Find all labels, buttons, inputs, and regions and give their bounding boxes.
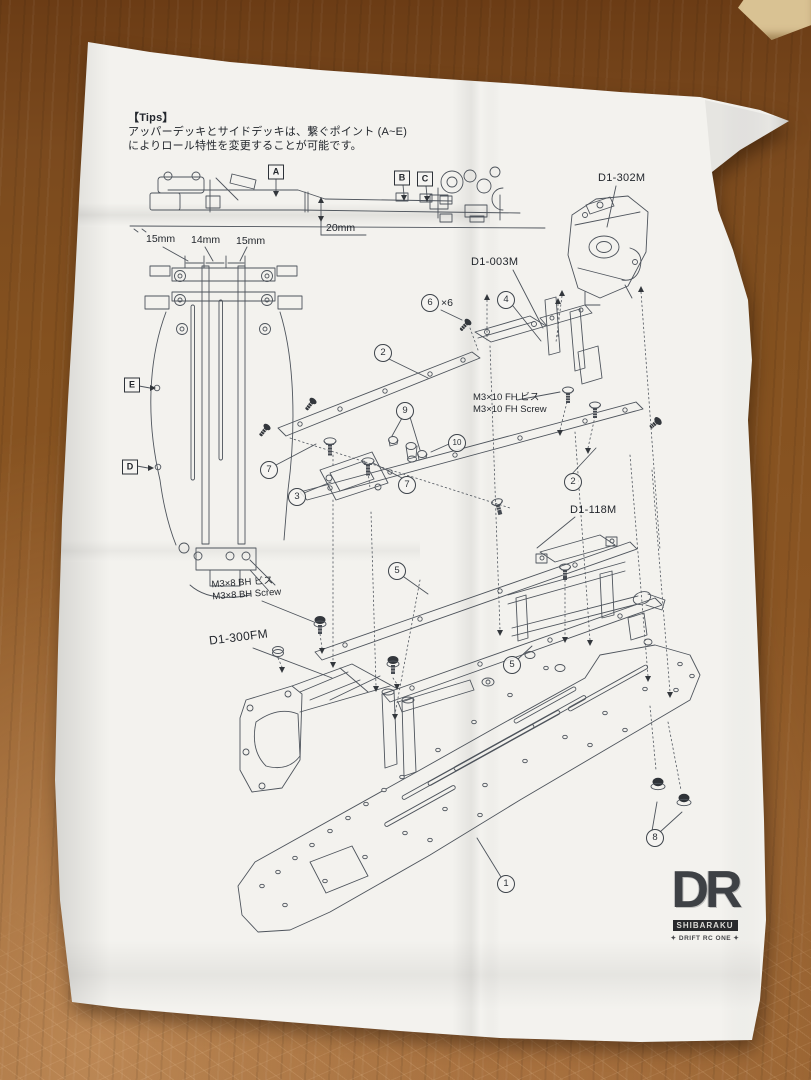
callout-4: 4: [497, 291, 515, 309]
label-leaders: [261, 309, 561, 623]
qty6-label: ×6: [441, 297, 453, 309]
dim-width-rear: 15mm: [236, 235, 266, 247]
tips-line-2: によりロール特性を変更することが可能です。: [128, 139, 362, 152]
motor-mount-drawing: [239, 646, 495, 793]
callout-5a: 5: [388, 562, 406, 580]
point-a-box: A: [268, 164, 284, 180]
assembly-dashed-lines: [277, 291, 682, 791]
bh-screw-icon: [313, 616, 400, 674]
dr-logo: DR SHIBARAKU ✦ DRIFT RC ONE ✦: [650, 861, 760, 943]
side-view-drawing: [129, 166, 546, 236]
button-screw-icon: [650, 777, 692, 807]
point-b-box: B: [394, 170, 410, 186]
side-rails: [314, 541, 663, 703]
dark-screw-icon: [259, 318, 662, 437]
part-label-rear-unit: D1-118M: [570, 504, 617, 516]
assembly-arrowheads: [279, 286, 673, 720]
callout-2b: 2: [564, 473, 582, 491]
callout-7a: 7: [260, 461, 278, 479]
tips-heading: 【Tips】: [128, 112, 174, 124]
tips-line-1: アッパーデッキとサイドデッキは、繋ぐポイント (A~E): [128, 125, 408, 138]
callout-9: 9: [396, 402, 414, 420]
dim-width-center: 14mm: [191, 234, 221, 246]
dr-logo-brand: SHIBARAKU: [672, 920, 738, 932]
callout-2a: 2: [374, 344, 392, 362]
callout-5b: 5: [503, 656, 521, 674]
dr-logo-main: DR: [671, 861, 742, 919]
bh-screw-note: M3×8 BH ビス M3×8 BH Screw: [211, 575, 281, 604]
chassis-plate-drawing: [237, 644, 701, 933]
top-view-drawing: [136, 246, 303, 598]
callout-8: 8: [646, 829, 664, 847]
point-d-box: D: [122, 459, 138, 475]
fh-screw-note: M3×10 FH ビス M3×10 FH Screw: [473, 392, 547, 417]
callout-3: 3: [288, 488, 306, 506]
dr-logo-tagline: ✦ DRIFT RC ONE ✦: [670, 935, 740, 943]
fh-screw-icon: [323, 386, 601, 580]
callout-10: 10: [448, 434, 466, 452]
point-c-box: C: [417, 171, 433, 187]
fh-screw-en: M3×10 FH Screw: [473, 404, 547, 416]
part-label-gearbox: D1-302M: [598, 172, 646, 184]
point-e-box: E: [124, 377, 140, 393]
gearbox-drawing: [567, 185, 649, 306]
callout-1: 1: [497, 875, 515, 893]
dim-width-front: 15mm: [146, 233, 176, 245]
callout-7b: 7: [398, 476, 416, 494]
tips-note: 【Tips】 アッパーデッキとサイドデッキは、繋ぐポイント (A~E) によりロ…: [128, 112, 407, 153]
mount-drawing: [474, 269, 603, 385]
part-label-mount: D1-003M: [471, 256, 519, 268]
screw-icons: [259, 318, 692, 807]
center-plate-drawing: [275, 416, 511, 509]
callout-6: 6: [421, 294, 439, 312]
fh-screw-jp: M3×10 FH ビス: [473, 392, 540, 403]
dim-deck-offset: 20mm: [326, 222, 356, 234]
